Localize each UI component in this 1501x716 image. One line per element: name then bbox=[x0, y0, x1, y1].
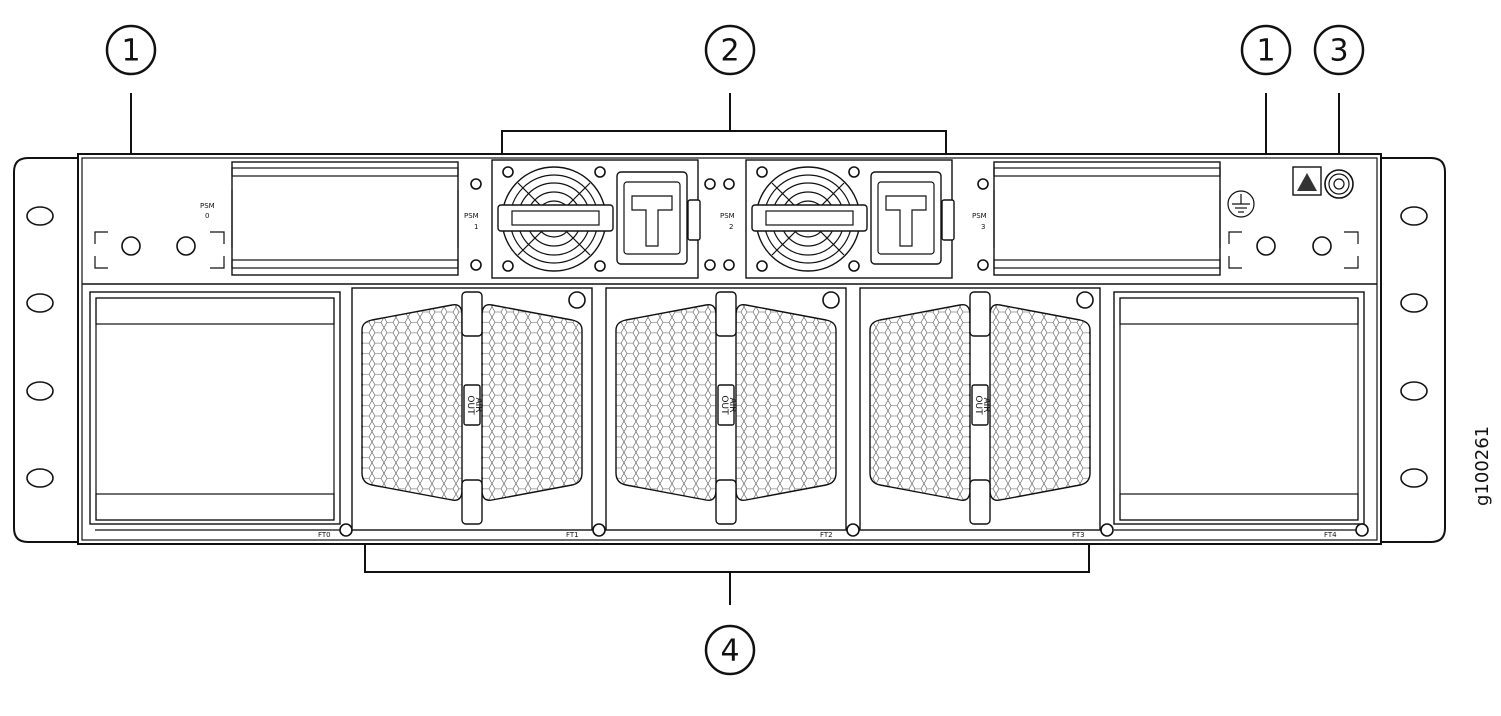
ground-stud-left-2 bbox=[176, 236, 196, 256]
esd-warning-icon bbox=[1292, 166, 1322, 196]
psm1-number: 1 bbox=[474, 223, 478, 231]
ft1-out-label: OUT bbox=[465, 395, 475, 415]
callout-1-right-label: 1 bbox=[1256, 34, 1275, 69]
fan-tray-2: AIR OUT FT2 bbox=[605, 287, 860, 539]
psm0-label: PSM bbox=[200, 202, 215, 210]
callout-2-label: 2 bbox=[720, 34, 739, 69]
callout-3-label: 3 bbox=[1329, 34, 1348, 69]
ft2-air-label: AIR bbox=[727, 397, 737, 412]
rack-ear-right bbox=[1380, 157, 1446, 543]
callout-1-right: 1 bbox=[1240, 24, 1292, 243]
ground-stud-right-1 bbox=[1256, 236, 1276, 256]
ground-stud-left-1 bbox=[121, 236, 141, 256]
psm1-power-inlet bbox=[616, 171, 688, 265]
ft2-label: FT2 bbox=[820, 531, 833, 539]
power-supply-module-2 bbox=[745, 159, 955, 279]
callout-3: 3 bbox=[1313, 24, 1365, 175]
ft1-label: FT1 bbox=[566, 531, 579, 539]
ft0-label: FT0 bbox=[318, 531, 331, 539]
ft3-fan-icon bbox=[971, 384, 989, 426]
ground-symbol-icon bbox=[1227, 190, 1255, 218]
psm0-blank-cover bbox=[231, 161, 459, 276]
psm2-number: 2 bbox=[729, 223, 733, 231]
psm-slot-0: PSM 0 bbox=[200, 161, 482, 276]
ft3-out-label: OUT bbox=[973, 395, 983, 415]
ft4-label: FT4 bbox=[1324, 531, 1337, 539]
ft3-air-label: AIR bbox=[981, 397, 991, 412]
psm3-blank-cover bbox=[993, 161, 1221, 276]
fan-tray-slot-4: FT4 bbox=[1113, 291, 1369, 539]
callout-4-label: 4 bbox=[720, 634, 739, 669]
psm3-number: 3 bbox=[981, 223, 985, 231]
psm2-label: PSM bbox=[720, 212, 735, 220]
psm2-power-inlet bbox=[870, 171, 942, 265]
psm0-number: 0 bbox=[205, 212, 209, 220]
rack-ear-left bbox=[13, 157, 79, 543]
psm-slot-3 bbox=[993, 161, 1221, 276]
ft3-label: FT3 bbox=[1072, 531, 1085, 539]
ft2-fan-icon bbox=[717, 384, 735, 426]
fan-tray-slot-0: FT0 bbox=[89, 291, 353, 539]
ft1-air-label: AIR bbox=[473, 397, 483, 412]
psm3-label: PSM bbox=[972, 212, 987, 220]
callout-2: 2 bbox=[501, 24, 947, 170]
figure-id: g100261 bbox=[1472, 426, 1493, 506]
grounding-area-left bbox=[94, 231, 225, 269]
grounding-area-right bbox=[1227, 190, 1359, 269]
esd-point bbox=[1324, 169, 1354, 199]
psm2-handle bbox=[751, 204, 868, 232]
psm1-handle bbox=[497, 204, 614, 232]
fan-tray-3: AIR OUT FT3 bbox=[859, 287, 1114, 539]
ft1-fan-icon bbox=[463, 384, 481, 426]
psm1-label: PSM bbox=[464, 212, 479, 220]
power-supply-module-1 bbox=[491, 159, 701, 279]
ft2-out-label: OUT bbox=[719, 395, 729, 415]
callout-1-left-label: 1 bbox=[121, 34, 140, 69]
fan-tray-1: AIR OUT FT1 bbox=[351, 287, 606, 539]
ground-stud-right-2 bbox=[1312, 236, 1332, 256]
